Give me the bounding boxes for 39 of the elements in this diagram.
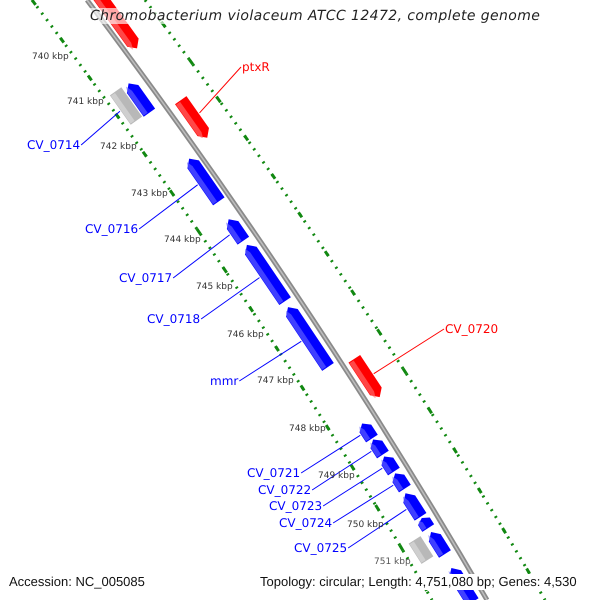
leader-line	[80, 110, 120, 146]
scale-label: 747 kbp	[257, 376, 294, 387]
leader-line	[322, 468, 383, 506]
scale-label: 748 kbp	[289, 424, 326, 435]
scale-label: 751 kbp	[374, 557, 411, 568]
leader-line	[138, 184, 198, 230]
leader-line	[172, 234, 230, 278]
gene-label: CV_0718	[147, 312, 200, 326]
gene-label: CV_0724	[279, 516, 332, 530]
leader-line	[348, 508, 407, 548]
leader-line	[238, 340, 302, 382]
scale-label: 743 kbp	[131, 189, 168, 200]
genome-info-text: Topology: circular; Length: 4,751,080 bp; Genes: 4,530	[260, 574, 577, 590]
scale-label: 740 kbp	[32, 52, 69, 63]
leader-line	[373, 328, 444, 374]
scale-label: 744 kbp	[164, 235, 201, 246]
scale-label: 745 kbp	[196, 282, 233, 293]
scale-label: 742 kbp	[100, 142, 137, 153]
leader-line	[312, 450, 372, 490]
scale-label: 746 kbp	[227, 330, 264, 341]
gene-label: CV_0716	[85, 222, 138, 236]
leader-line	[199, 66, 242, 114]
gene-label: CV_0714	[27, 138, 80, 152]
gene-label: CV_0723	[269, 499, 322, 513]
gene-label: ptxR	[242, 60, 270, 74]
leader-line	[300, 434, 361, 474]
accession-text: Accession: NC_005085	[9, 574, 145, 590]
gene-label: CV_0725	[294, 541, 348, 555]
leader-line	[200, 277, 260, 320]
scale-label: 750 kbp	[347, 520, 384, 531]
leader-line	[332, 484, 394, 524]
gene-label: CV_0722	[258, 483, 312, 497]
gene-label: CV_0717	[119, 271, 172, 285]
title: Chromobacterium violaceum ATCC 12472, complete genome	[90, 8, 540, 24]
gene-label: mmr	[210, 374, 238, 388]
gene-label: CV_0721	[247, 466, 300, 480]
gene-label: CV_0720	[445, 322, 498, 336]
scale-label: 749 kbp	[318, 471, 355, 482]
scale-label: 741 kbp	[67, 97, 104, 108]
